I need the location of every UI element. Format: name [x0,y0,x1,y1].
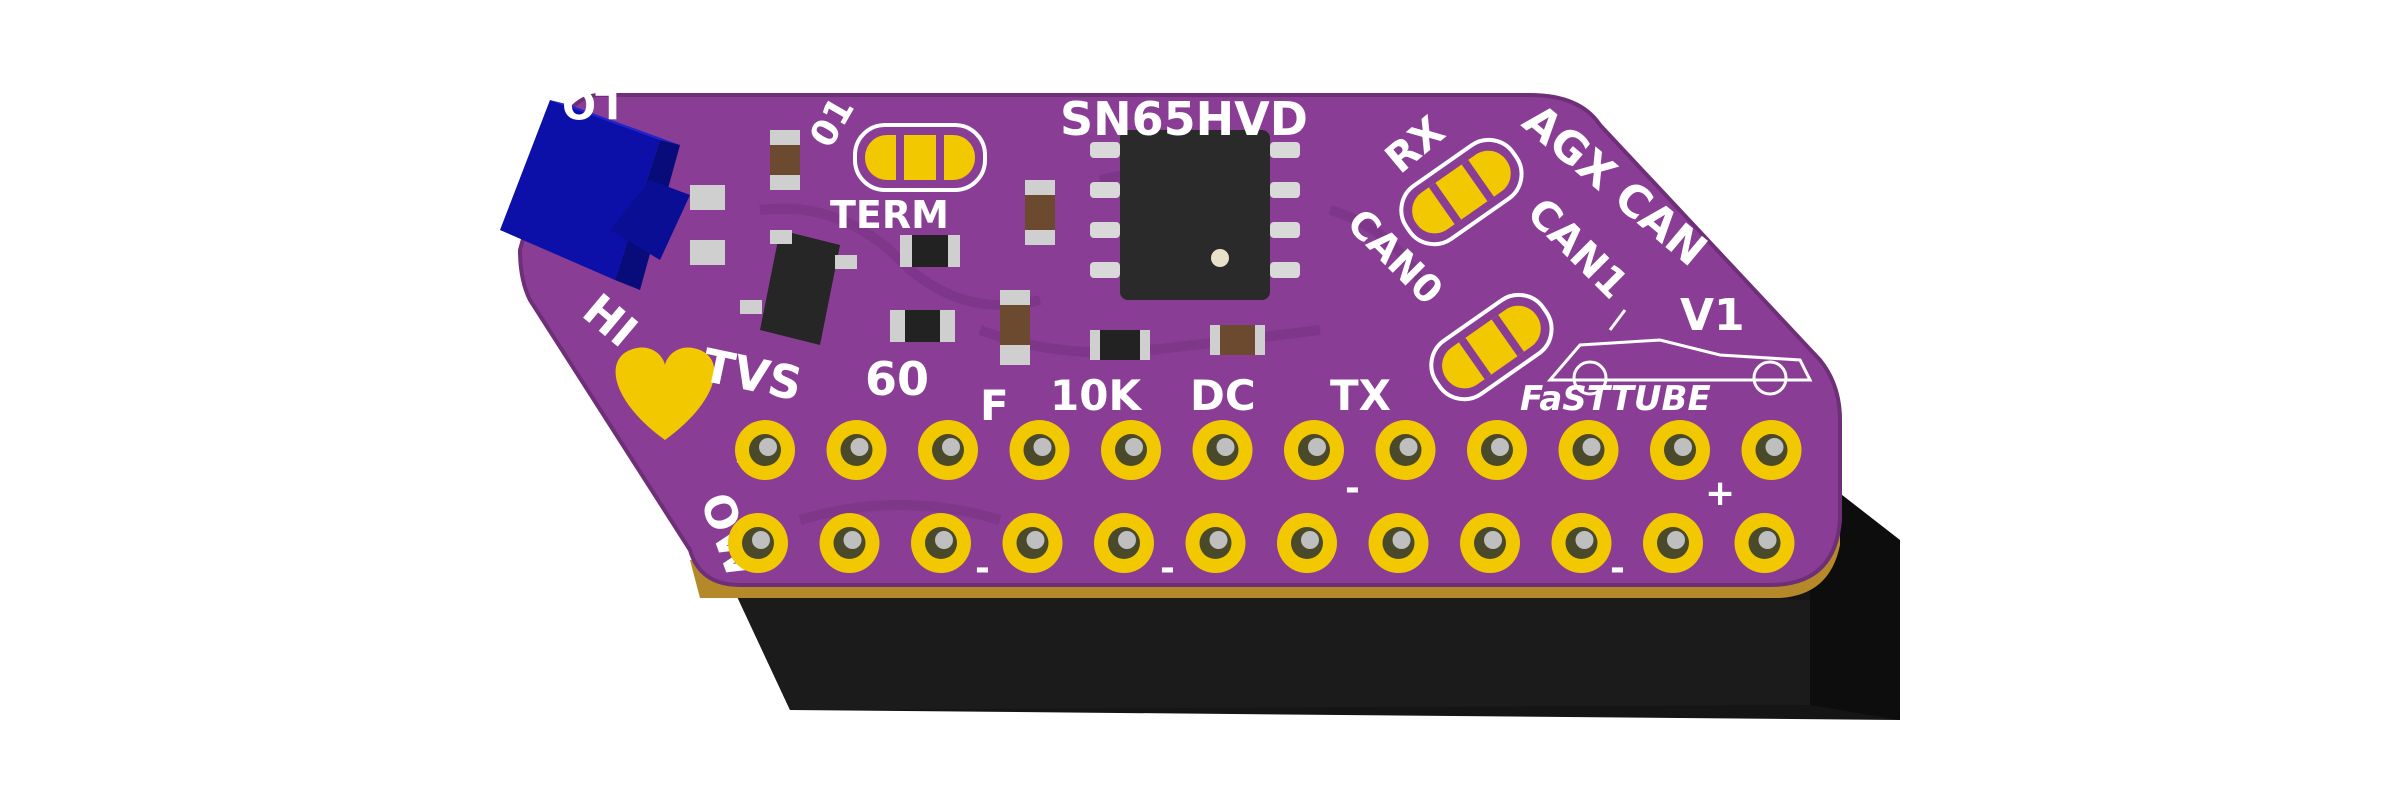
silk-minus-3: - [975,548,990,589]
silk-term: TERM [830,193,949,237]
bottom-row-pin [1277,513,1337,573]
silk-minus-2: - [1345,468,1360,509]
term-jumper [853,123,987,192]
silk-minus-5: - [1610,548,1625,589]
smd-components [690,130,1265,365]
bottom-row-pin [819,513,880,573]
top-row-pin [1375,420,1436,480]
silk-minus-4: - [1160,548,1175,589]
bottom-row-pin [1002,513,1063,573]
bottom-row-pin [1460,513,1520,573]
bottom-row-pin [1185,513,1246,573]
silk-10k: 10K [1050,371,1142,420]
top-row-pin [1101,420,1161,480]
top-row-pin [1009,420,1070,480]
race-car-outline-icon [1546,309,1813,396]
bottom-row-pin [1551,513,1612,573]
bottom-row-pin [1734,513,1795,573]
can-jumper [1429,292,1554,402]
bottom-row-pin [1094,513,1154,573]
silk-dc: DC [1190,371,1256,420]
transceiver-chip [1090,130,1300,300]
silk-sn65hvd: SN65HVD [1060,92,1308,146]
bottom-row-pin [728,513,788,573]
pin-row-top [735,420,1802,480]
tvs-diode-chip [740,230,857,345]
bottom-row-pin [1643,513,1703,573]
top-row-pin [1192,420,1253,480]
top-row-pin [1741,420,1802,480]
top-row-pin [1467,420,1527,480]
silk-lo: LO [562,80,620,126]
top-row-pin [918,420,978,480]
top-row-pin [1284,420,1344,480]
bottom-row-pin [1368,513,1429,573]
silk-fasttube: FaSTTUBE [1520,379,1711,419]
silk-v1: V1 [1680,290,1745,341]
silk-plus: + [1705,473,1735,514]
silk-60: 60 [865,352,929,406]
top-row-pin [1650,420,1710,480]
heart-icon [615,347,715,440]
bottom-row-pin [911,513,971,573]
top-row-pin [735,420,795,480]
jst-connector [500,100,690,290]
silk-f: F [980,381,1009,430]
rx-jumper [1399,137,1524,247]
top-row-pin [1558,420,1619,480]
top-row-pin [826,420,887,480]
pin-row-bottom [728,513,1795,573]
silk-tx: TX [1330,371,1391,420]
